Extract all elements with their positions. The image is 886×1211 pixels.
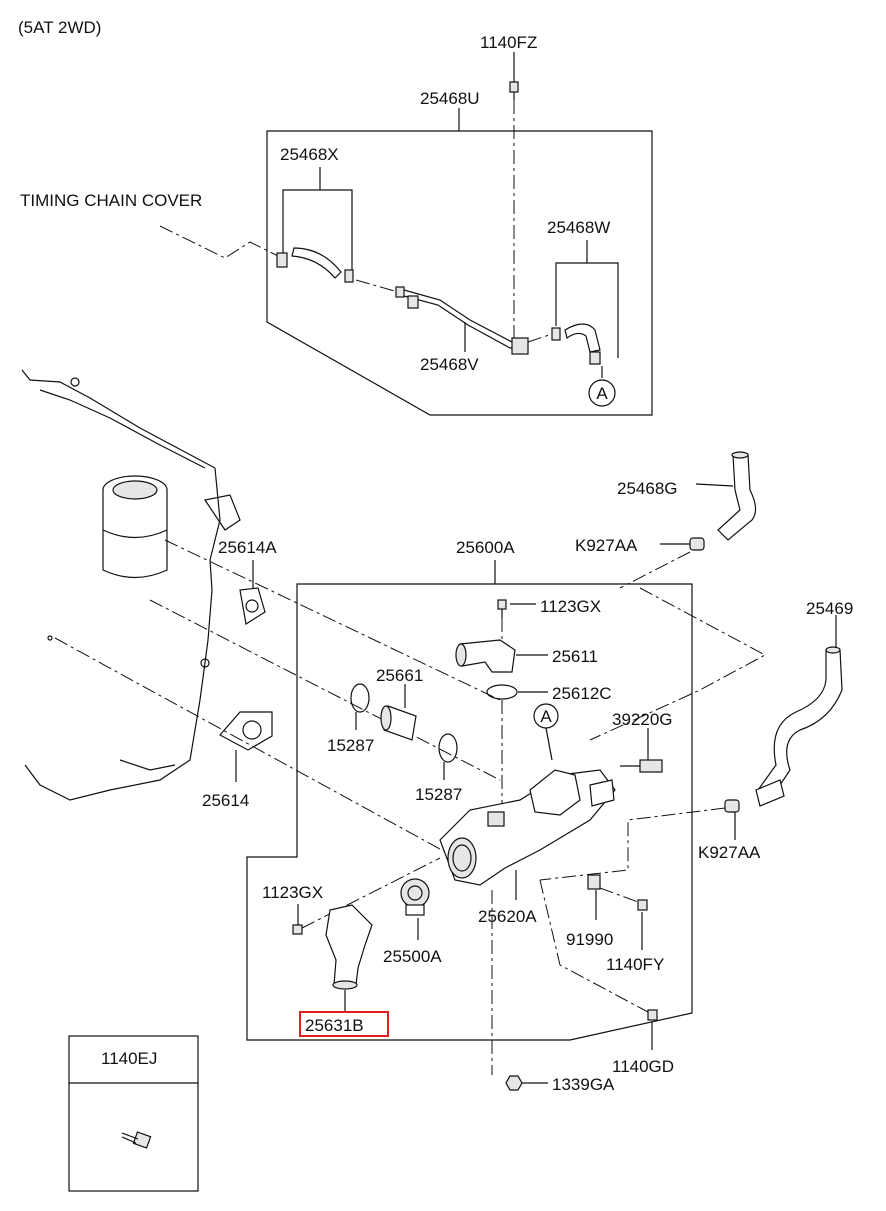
oring-25612C (486, 684, 548, 810)
callout-1123GX-top: 1123GX (540, 597, 601, 616)
highlight-box-25631B (299, 1011, 389, 1037)
thermostat-25500A (400, 878, 430, 940)
callout-K927AA-bottom: K927AA (698, 843, 761, 862)
bolt-1140FZ (509, 52, 519, 345)
callout-K927AA-top: K927AA (575, 536, 638, 555)
callout-1339GA: 1339GA (552, 1075, 615, 1094)
bolt-1123GX-top (497, 599, 536, 640)
callout-15287-right: 15287 (415, 785, 462, 804)
timing-cover-leader (159, 225, 283, 259)
guide-line-1 (164, 539, 501, 701)
callout-1140FZ: 1140FZ (480, 33, 537, 52)
bolt-1140FY (599, 887, 648, 950)
callout-25469: 25469 (806, 599, 853, 618)
oring-15287-left (350, 683, 370, 730)
hose-25468X (276, 247, 354, 283)
callout-25614: 25614 (202, 791, 249, 810)
ref-A-upper: A (596, 384, 608, 403)
callout-1140FY: 1140FY (606, 955, 664, 974)
guide-line-4 (619, 551, 691, 589)
pipe-25468V (395, 286, 529, 355)
gasket-25614A (239, 560, 266, 625)
callout-25468U: 25468U (420, 89, 480, 108)
legend-part-number: 1140EJ (101, 1049, 157, 1068)
callout-timing-chain-cover: TIMING CHAIN COVER (20, 191, 202, 210)
guide-line-2 (54, 637, 461, 861)
callout-25631B: 25631B (305, 1016, 364, 1035)
elbow-25631B (325, 904, 373, 1012)
callout-1140GD: 1140GD (612, 1057, 674, 1076)
callout-25468G: 25468G (617, 479, 678, 498)
callout-25468W: 25468W (547, 218, 610, 237)
clamp-K927AA-bottom (724, 799, 740, 840)
callout-15287-left: 15287 (327, 736, 374, 755)
reference-circle-A-upper (588, 379, 616, 407)
pipe-25661 (380, 684, 417, 741)
callout-1123GX-bottom: 1123GX (262, 883, 323, 902)
bracket-91990 (587, 874, 601, 920)
ref-A-lower: A (540, 707, 552, 726)
bracket-25468X (282, 189, 353, 277)
callout-25468X: 25468X (280, 145, 339, 164)
hose-assembly-box (266, 108, 653, 416)
bolt-1140GD (539, 879, 658, 1050)
callout-91990: 91990 (566, 930, 613, 949)
bolt-1140EJ-icon (121, 1131, 152, 1149)
housing-25620A (439, 769, 616, 900)
bracket-25468W (555, 262, 619, 358)
hose-25468W (551, 323, 601, 365)
nut-1339GA (491, 890, 548, 1091)
water-pipe-assembly-box (246, 560, 693, 1041)
guide-line-5 (589, 587, 767, 741)
callout-39220G: 39220G (612, 710, 673, 729)
callout-25611: 25611 (552, 647, 598, 666)
callout-25614A: 25614A (218, 538, 277, 557)
engine-block-outline (21, 369, 241, 801)
callout-25661: 25661 (376, 666, 423, 685)
callout-25620A: 25620A (478, 907, 537, 926)
engine-cylinder (102, 475, 168, 579)
hose-25468G (695, 451, 757, 541)
guide-line-3 (149, 599, 501, 781)
fitting-25611 (455, 639, 548, 673)
hose-25469 (755, 615, 843, 807)
callout-25468V: 25468V (420, 355, 479, 374)
callout-25600A: 25600A (456, 538, 515, 557)
clamp-K927AA-top (660, 537, 705, 551)
callout-25500A: 25500A (383, 947, 442, 966)
bolt-1123GX-bottom (292, 857, 441, 935)
variant-label: (5AT 2WD) (18, 18, 101, 37)
callout-25612C: 25612C (552, 684, 612, 703)
legend-box-1140EJ (68, 1035, 199, 1192)
sensor-39220G (620, 728, 663, 773)
gasket-25614 (219, 711, 273, 782)
oring-15287-right (438, 733, 458, 780)
